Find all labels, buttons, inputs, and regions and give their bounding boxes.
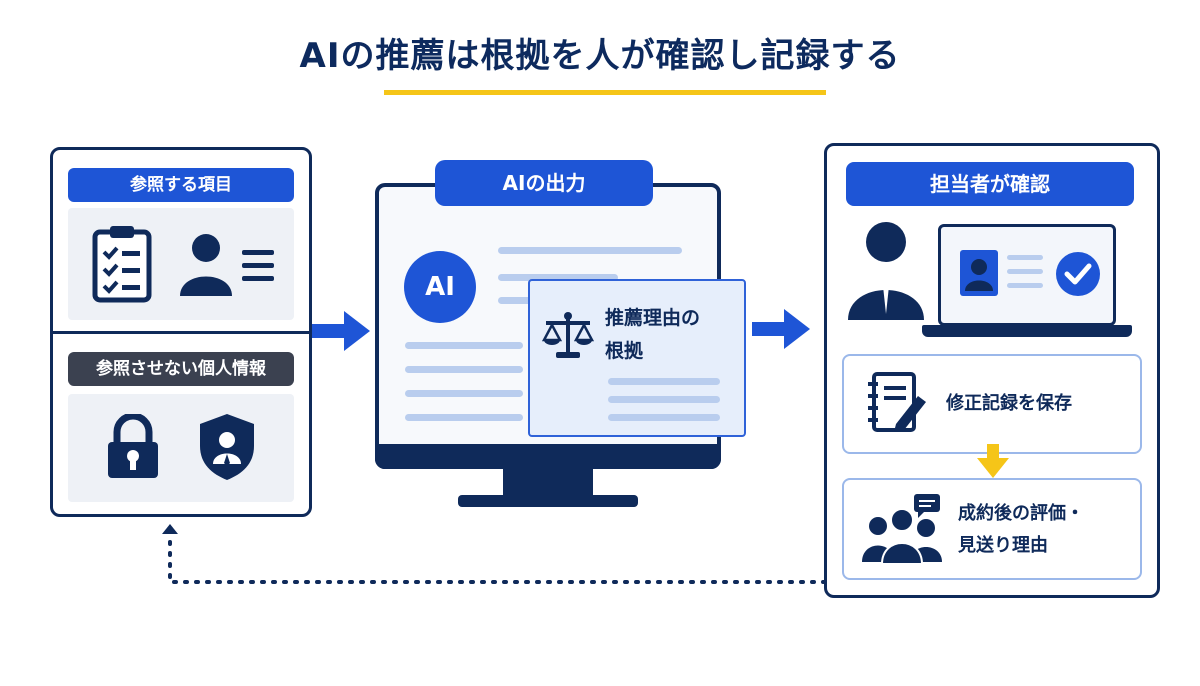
excluded-section: [68, 394, 294, 502]
text-line: [1007, 255, 1043, 260]
text-line: [608, 414, 720, 421]
text-line: [498, 274, 618, 281]
text-line: [1007, 269, 1043, 274]
outcome-reason-box: 成約後の評価・ 見送り理由: [842, 478, 1142, 580]
outcome-reason-line1: 成約後の評価・: [958, 503, 1084, 524]
text-line: [405, 414, 523, 421]
arrow-to-ai-output: [312, 311, 370, 351]
shield-person-icon: [200, 414, 254, 480]
excluded-personal-info-label: 参照させない個人情報: [68, 352, 294, 386]
text-line: [405, 366, 523, 373]
laptop-base: [922, 325, 1132, 337]
profile-card-icon: [960, 250, 998, 296]
recommendation-reason-line2: 根拠: [605, 340, 644, 362]
team-chat-icon: [862, 494, 942, 564]
save-record-text: 修正記録を保存: [946, 393, 1072, 414]
reference-items-label: 参照する項目: [68, 168, 294, 202]
save-record-box: 修正記録を保存: [842, 354, 1142, 454]
clipboard-checklist-icon: [92, 226, 152, 303]
scales-icon: [542, 312, 594, 358]
text-line: [608, 396, 720, 403]
reference-items-section: [68, 208, 294, 320]
person-icon: [848, 222, 924, 320]
reviewer-check-label: 担当者が確認: [846, 162, 1134, 206]
monitor-stand: [503, 469, 593, 495]
arrow-to-reviewer: [752, 309, 810, 349]
monitor-bezel: [375, 444, 721, 469]
outcome-reason-line2: 見送り理由: [958, 535, 1048, 556]
notebook-pen-icon: [868, 372, 926, 432]
outcome-reason-text: 成約後の評価・ 見送り理由: [958, 498, 1084, 562]
text-line: [498, 247, 682, 254]
ai-badge: AI: [404, 251, 476, 323]
monitor-base: [458, 495, 638, 507]
lock-icon: [108, 414, 158, 478]
recommendation-reason-line1: 推薦理由の: [605, 307, 701, 329]
text-line: [608, 378, 720, 385]
person-profile-icon: [180, 234, 274, 296]
text-line: [405, 342, 523, 349]
text-line: [405, 390, 523, 397]
page-title: AIの推薦は根拠を人が確認し記録する: [299, 36, 901, 76]
feedback-loop-arrow: [162, 524, 826, 584]
ai-output-label: AIの出力: [435, 160, 653, 206]
text-line: [1007, 283, 1043, 288]
check-circle-icon: [1056, 252, 1100, 296]
left-panel: 参照する項目 参照させない個人情報: [50, 147, 312, 517]
laptop-icon: [938, 224, 1116, 326]
down-arrow-icon: [977, 444, 1009, 478]
title-underline: [384, 90, 826, 95]
recommendation-reason-text: 推薦理由の 根拠: [605, 302, 735, 368]
left-panel-divider: [53, 331, 309, 334]
